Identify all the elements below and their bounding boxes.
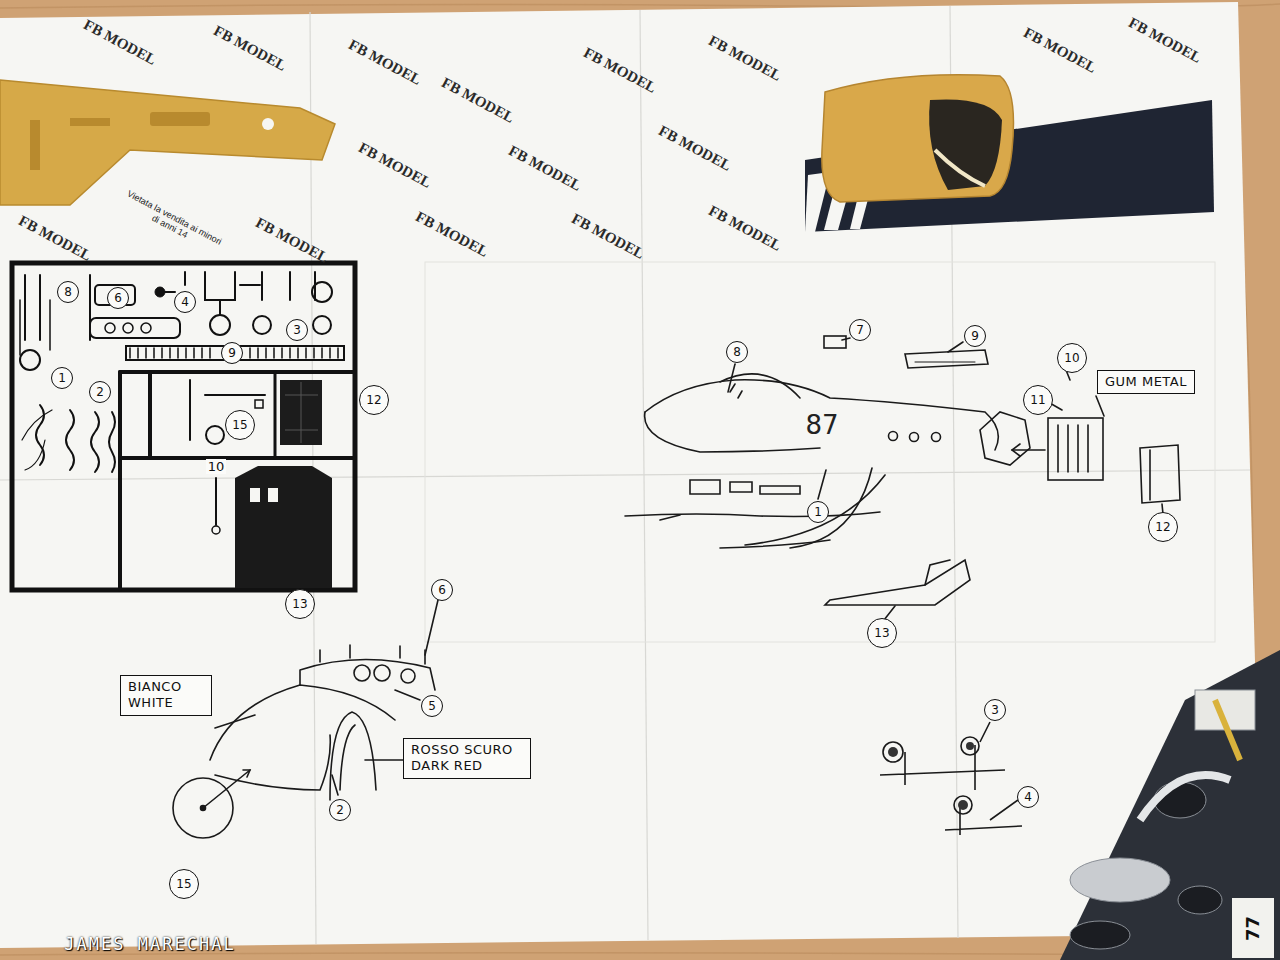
callout-number: 3 (984, 699, 1006, 721)
race-number: 87 (805, 410, 838, 440)
callout-number: 2 (89, 381, 111, 403)
watermark: FB MODEL (356, 139, 434, 191)
callout-number: 11 (1023, 385, 1053, 415)
note-text: BIANCO WHITE (128, 679, 204, 712)
callout-number: 15 (225, 410, 255, 440)
callout-number: 12 (359, 385, 389, 415)
callout-number: 1 (51, 367, 73, 389)
note-text: GUM METAL (1105, 374, 1187, 390)
watermark: FB MODEL (581, 44, 659, 96)
callout-number: 2 (329, 799, 351, 821)
watermark: FB MODEL (16, 212, 94, 264)
callout-number: 6 (431, 579, 453, 601)
callout-number: 10 (1057, 343, 1087, 373)
note-text: ROSSO SCURO DARK RED (411, 742, 523, 775)
watermark: FB MODEL (1021, 24, 1099, 76)
callout-number: 3 (286, 319, 308, 341)
watermark: FB MODEL (706, 202, 784, 254)
callout-number: 4 (174, 291, 196, 313)
callout-number: 13 (285, 589, 315, 619)
callout-number: 9 (964, 325, 986, 347)
photographer-signature: JAMES MARECHAL (64, 934, 235, 954)
callout-number: 9 (221, 342, 243, 364)
bag-sticker-number: 77 (1243, 915, 1264, 940)
callout-number: 8 (57, 281, 79, 303)
watermark: FB MODEL (506, 142, 584, 194)
watermark: FB MODEL (253, 214, 331, 266)
watermark: FB MODEL (211, 22, 289, 74)
age-warning-note: Vietata la vendita ai minori di anni 14 (119, 187, 226, 257)
watermark: FB MODEL (706, 32, 784, 84)
watermark: FB MODEL (1126, 14, 1204, 66)
color-note-box: GUM METAL (1097, 370, 1195, 394)
callout-number: 4 (1017, 786, 1039, 808)
callout-number: 6 (107, 287, 129, 309)
watermark: FB MODEL (413, 208, 491, 260)
callout-number: 15 (169, 869, 199, 899)
watermark: FB MODEL (656, 122, 734, 174)
callout-number: 1 (807, 501, 829, 523)
watermark: FB MODEL (346, 36, 424, 88)
callout-number: 13 (867, 618, 897, 648)
callout-number: 7 (849, 319, 871, 341)
watermark: FB MODEL (569, 210, 647, 262)
watermark: FB MODEL (81, 16, 159, 68)
callout-number: 5 (421, 695, 443, 717)
watermark: FB MODEL (439, 74, 517, 126)
color-note-box: ROSSO SCURO DARK RED (403, 738, 531, 779)
callout-number: 8 (726, 341, 748, 363)
callout-number: 10 (206, 459, 227, 474)
callout-number: 12 (1148, 512, 1178, 542)
color-note-box: BIANCO WHITE (120, 675, 212, 716)
